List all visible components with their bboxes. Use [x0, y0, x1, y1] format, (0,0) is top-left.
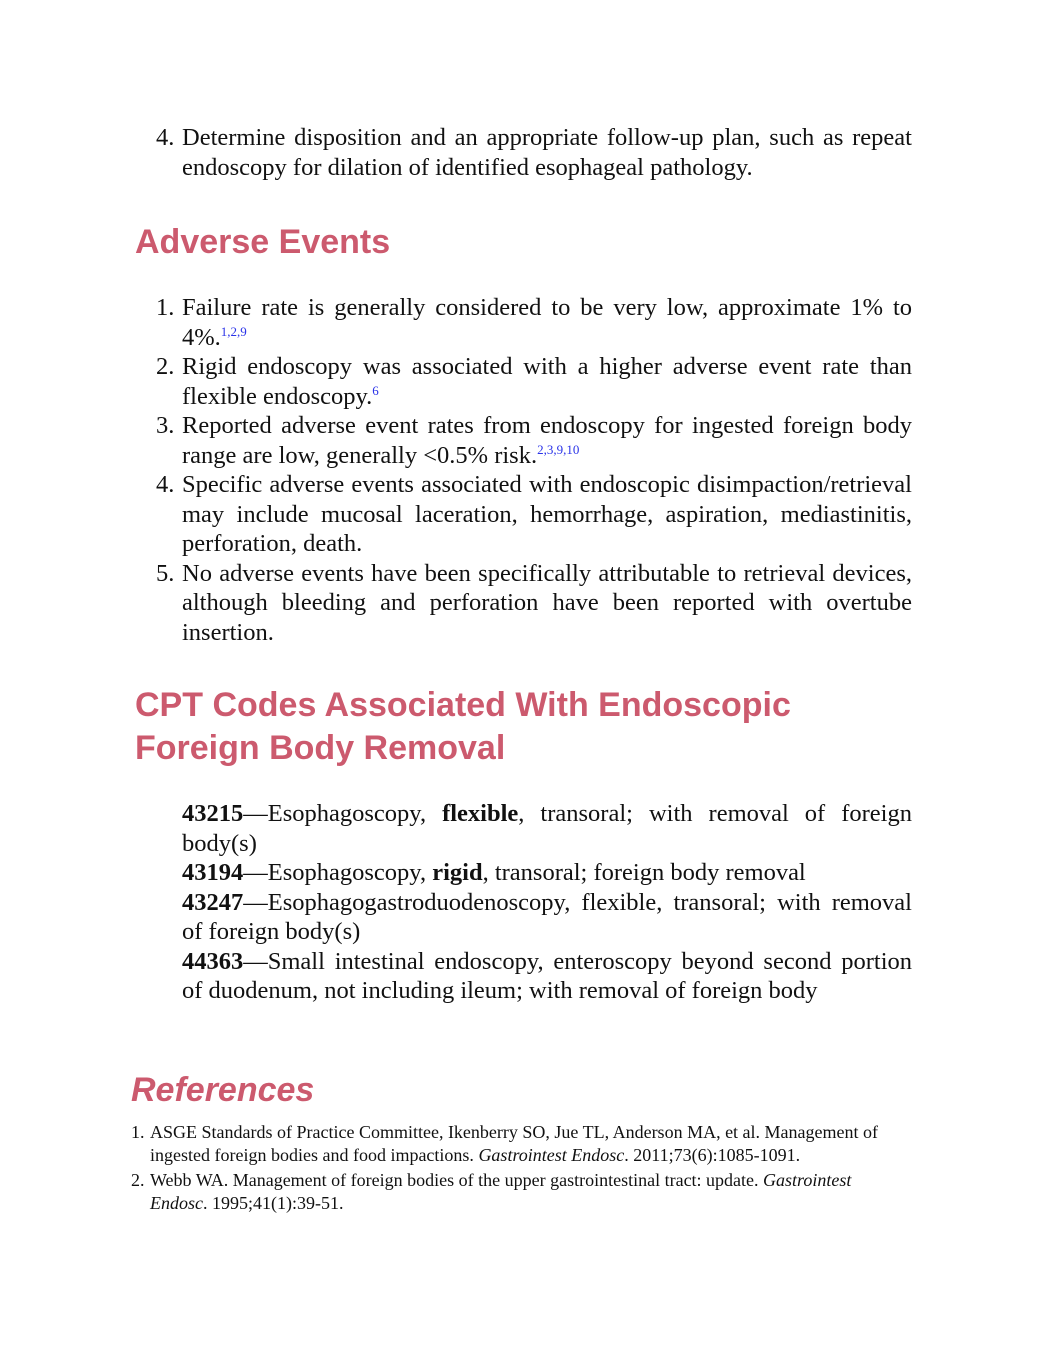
section-heading-references: References — [131, 1071, 315, 1109]
reference-item: 2. Webb WA. Management of foreign bodies… — [131, 1169, 911, 1215]
cpt-description: —Esophagogastroduodenoscopy, flexible, t… — [182, 888, 912, 946]
reference-journal: Gastrointest Endosc — [150, 1170, 852, 1213]
reference-number: 2. — [131, 1170, 145, 1190]
section-heading-adverse-events: Adverse Events — [135, 223, 391, 261]
list-item-text: No adverse events have been specifically… — [182, 559, 912, 646]
cpt-code-entry: 43215—Esophagoscopy, flexible, transoral… — [182, 799, 912, 858]
reference-journal: Gastrointest Endosc — [478, 1145, 625, 1165]
list-item-text: Rigid endoscopy was associated with a hi… — [182, 353, 912, 410]
reference-item: 1. ASGE Standards of Practice Committee,… — [131, 1121, 911, 1167]
reference-citation: . 1995;41(1):39-51. — [203, 1193, 344, 1213]
list-item-number: 4. — [156, 471, 175, 498]
list-item: 5. No adverse events have been specifica… — [156, 559, 912, 648]
cpt-code: 44363 — [182, 947, 244, 975]
list-item-text: Specific adverse events associated with … — [182, 471, 912, 557]
cpt-description: —Esophagoscopy, — [243, 800, 443, 827]
cpt-codes-list: 43215—Esophagoscopy, flexible, transoral… — [182, 799, 912, 1006]
cpt-description: —Small intestinal endoscopy, enteroscopy… — [182, 947, 912, 1005]
list-item-text: Determine disposition and an appropriate… — [182, 124, 912, 181]
reference-citation: . 2011;73(6):1085-1091. — [624, 1145, 801, 1165]
list-item-number: 1. — [156, 294, 175, 321]
list-item-number: 5. — [156, 559, 175, 587]
cpt-code-entry: 44363—Small intestinal endoscopy, entero… — [182, 947, 912, 1006]
citation-link[interactable]: 6 — [372, 382, 379, 398]
list-item: 4. Specific adverse events associated wi… — [156, 470, 912, 559]
list-item-text: Failure rate is generally considered to … — [182, 294, 912, 351]
reference-text: Webb WA. Management of foreign bodies of… — [150, 1170, 764, 1190]
cpt-description-cont: , transoral; foreign body removal — [482, 859, 806, 886]
list-item-text: Reported adverse event rates from endosc… — [182, 412, 912, 469]
list-item-number: 2. — [156, 353, 175, 380]
reference-number: 1. — [131, 1122, 145, 1142]
cpt-description-cont: , transoral; with removal of foreign bod… — [182, 800, 912, 857]
section-heading-cpt-codes: CPT Codes Associated With Endoscopic For… — [135, 686, 791, 767]
cpt-code: 43194 — [182, 859, 244, 886]
list-item: 2. Rigid endoscopy was associated with a… — [156, 352, 912, 411]
cpt-code-entry: 43194—Esophagoscopy, rigid, transoral; f… — [182, 858, 912, 888]
reference-text: ASGE Standards of Practice Committee, Ik… — [150, 1122, 879, 1165]
adverse-events-list: 1. Failure rate is generally considered … — [156, 293, 912, 647]
cpt-code-entry: 43247—Esophagogastroduodenoscopy, flexib… — [182, 888, 912, 947]
cpt-emphasis: rigid — [432, 859, 483, 886]
list-item: 3. Reported adverse event rates from end… — [156, 411, 912, 470]
list-item-number: 4. — [156, 124, 175, 151]
citation-link[interactable]: 2,3,9,10 — [537, 441, 580, 457]
references-list: 1. ASGE Standards of Practice Committee,… — [131, 1121, 911, 1217]
list-item: 4. Determine disposition and an appropri… — [156, 123, 912, 182]
list-item-number: 3. — [156, 412, 175, 439]
cpt-description: —Esophagoscopy, — [243, 859, 433, 886]
list-item: 1. Failure rate is generally considered … — [156, 293, 912, 352]
cpt-code: 43215 — [182, 800, 244, 827]
cpt-code: 43247 — [182, 888, 244, 916]
citation-link[interactable]: 1,2,9 — [220, 323, 247, 339]
cpt-emphasis: flexible — [442, 800, 519, 827]
